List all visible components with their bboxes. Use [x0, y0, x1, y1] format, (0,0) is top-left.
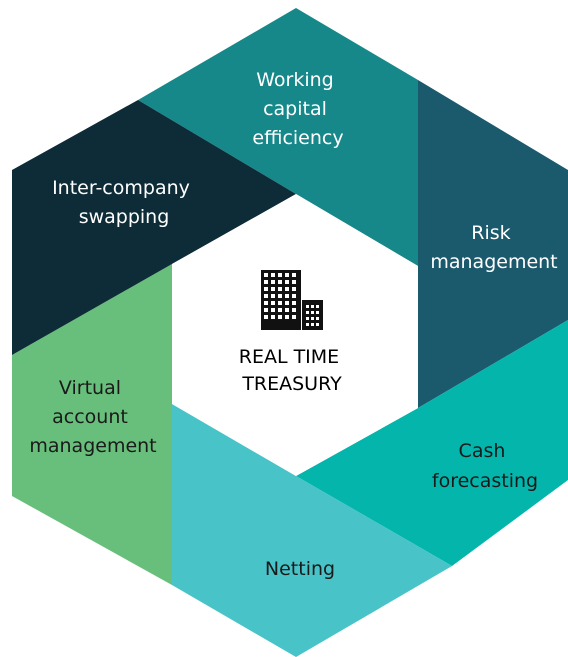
center-title-line-2: TREASURY — [241, 373, 342, 395]
center-title: REAL TIME TREASURY — [239, 346, 345, 395]
center-title-line-1: REAL TIME — [239, 346, 339, 368]
label-line: Risk — [471, 222, 510, 244]
label-working-capital: Working capital efficiency — [252, 69, 343, 149]
label-cash-forecasting: Cash forecasting — [432, 440, 538, 492]
segment-risk-management — [418, 80, 568, 408]
label-line: efficiency — [252, 127, 343, 149]
segment-inter-company-swapping — [12, 100, 296, 355]
segment-netting — [172, 404, 452, 657]
label-line: swapping — [79, 206, 170, 228]
label-inter-company-swapping: Inter-company swapping — [52, 177, 196, 228]
label-line: management — [430, 251, 557, 273]
label-line: forecasting — [432, 470, 538, 492]
label-line: Virtual — [59, 377, 121, 399]
center-hexagon — [172, 194, 418, 476]
label-virtual-account-management: Virtual account management — [29, 377, 156, 457]
segment-working-capital — [138, 8, 418, 266]
segment-cash-forecasting — [296, 320, 568, 566]
label-line: management — [29, 435, 156, 457]
label-risk-management: Risk management — [430, 222, 557, 273]
segment-virtual-account-management — [12, 264, 172, 585]
label-line: capital — [263, 98, 327, 120]
label-line: Working — [256, 69, 334, 91]
office-building-icon — [261, 270, 323, 330]
label-netting: Netting — [265, 558, 335, 580]
label-line: Netting — [265, 558, 335, 580]
label-line: account — [52, 406, 128, 428]
label-line: Inter-company — [52, 177, 190, 199]
label-line: Cash — [459, 440, 506, 462]
